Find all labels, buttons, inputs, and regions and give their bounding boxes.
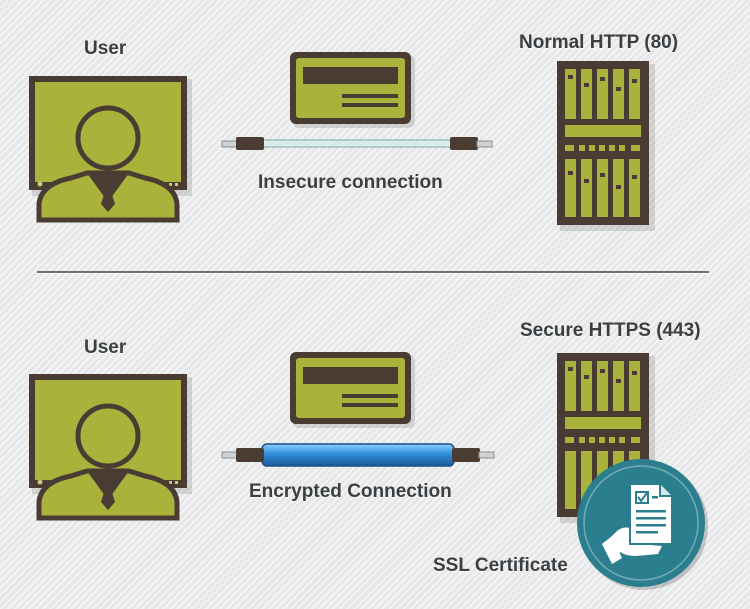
top-right-usb-plug-icon (450, 137, 493, 150)
bottom-connection-label: Encrypted Connection (249, 481, 452, 502)
bottom-user-label: User (84, 337, 127, 358)
top-credit-card-icon (290, 52, 415, 128)
section-divider (37, 271, 709, 273)
top-server-rack-icon (557, 61, 655, 231)
ssl-certificate-icon (577, 459, 708, 590)
top-server-label: Normal HTTP (80) (519, 32, 679, 53)
bottom-encrypted-cable (221, 443, 495, 467)
bottom-left-usb-plug-icon (221, 448, 264, 462)
top-left-usb-plug-icon (221, 137, 264, 150)
bottom-user-monitor-icon (29, 374, 192, 521)
bottom-right-usb-plug-icon (452, 448, 495, 462)
top-insecure-cable (221, 137, 493, 150)
top-user-monitor-icon (29, 76, 192, 223)
bottom-server-label: Secure HTTPS (443) (520, 320, 701, 341)
top-connection-label: Insecure connection (258, 172, 443, 193)
top-user-label: User (84, 38, 127, 59)
bottom-credit-card-icon (290, 352, 415, 428)
ssl-certificate-label: SSL Certificate (433, 555, 568, 576)
